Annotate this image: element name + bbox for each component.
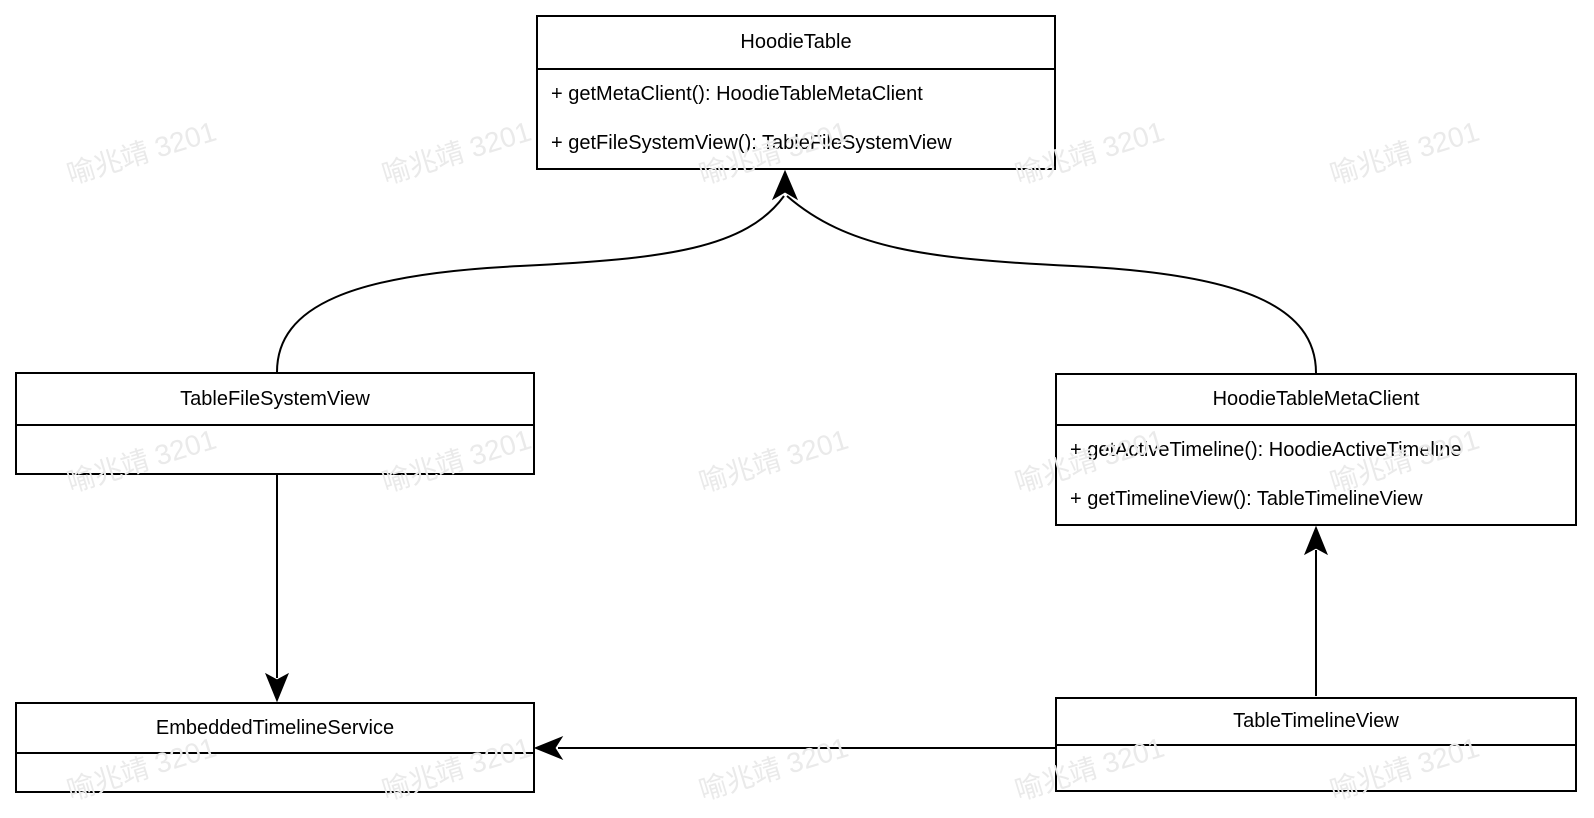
arrowhead-hoodietable-bottom [771, 169, 799, 201]
class-tabletimelineview[interactable]: TableTimelineView [1055, 697, 1577, 792]
class-title-tablefilesystemview: TableFileSystemView [17, 374, 533, 426]
arrowhead-hoodietablemetaclient-bottom [1304, 525, 1328, 556]
edge-tablefilesystemview-to-hoodietable[interactable] [276, 195, 785, 373]
class-hoodietable[interactable]: HoodieTable + getMetaClient(): HoodieTab… [536, 15, 1056, 170]
method-getfilesystemview: + getFileSystemView(): TableFileSystemVi… [551, 132, 952, 154]
class-embeddedtimelineservice[interactable]: EmbeddedTimelineService [15, 702, 535, 793]
class-hoodietablemetaclient[interactable]: HoodieTableMetaClient + getActiveTimelin… [1055, 373, 1577, 526]
class-title-hoodietablemetaclient: HoodieTableMetaClient [1057, 375, 1575, 426]
method-getmetaclient: + getMetaClient(): HoodieTableMetaClient [551, 83, 923, 105]
class-title-hoodietable: HoodieTable [538, 17, 1054, 70]
method-gettimelineview: + getTimelineView(): TableTimelineView [1070, 488, 1423, 510]
class-title-tabletimelineview: TableTimelineView [1057, 699, 1575, 746]
method-getactivetimeline: + getActiveTimeline(): HoodieActiveTimel… [1070, 439, 1462, 461]
class-body-hoodietablemetaclient: + getActiveTimeline(): HoodieActiveTimel… [1057, 426, 1575, 524]
edge-hoodietablemetaclient-to-hoodietable[interactable] [786, 195, 1317, 374]
class-tablefilesystemview[interactable]: TableFileSystemView [15, 372, 535, 475]
arrowhead-embeddedtimelineservice-right [533, 735, 564, 761]
arrowhead-embeddedtimelineservice-top [265, 672, 289, 703]
class-body-hoodietable: + getMetaClient(): HoodieTableMetaClient… [538, 70, 1054, 168]
class-title-embeddedtimelineservice: EmbeddedTimelineService [17, 704, 533, 754]
